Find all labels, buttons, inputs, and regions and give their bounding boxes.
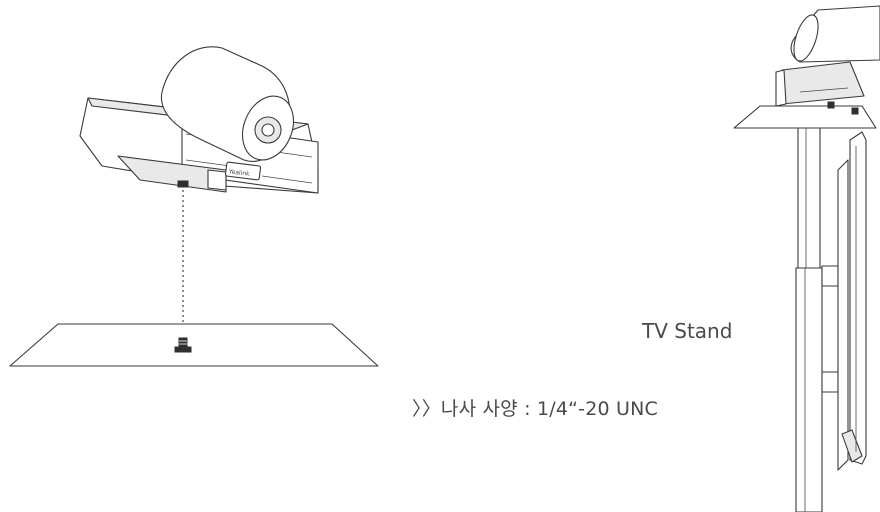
mounting-surface <box>9 323 379 367</box>
stand-bracket-upper <box>821 265 839 287</box>
stand-bracket-lower <box>821 371 839 393</box>
tv-mount-plate <box>837 159 849 471</box>
mount-socket <box>177 180 189 188</box>
tv-stand-label: TV Stand <box>642 319 733 343</box>
stand-camera <box>775 5 880 107</box>
tv-screen-profile <box>849 131 867 465</box>
bar-underside <box>117 155 227 193</box>
device-logo-text: Yealink <box>227 168 250 178</box>
screw-spec-label: 〉〉나사 사양 : 1/4“-20 UNC <box>412 398 659 420</box>
tripod-screw-icon <box>174 337 192 353</box>
tv-stand-assembly <box>733 5 880 512</box>
stand-upper-pole <box>797 127 821 269</box>
device-logo-plate <box>224 161 262 181</box>
stand-lower-pole <box>795 267 823 512</box>
camera-bar-device: Yealink <box>79 46 319 194</box>
